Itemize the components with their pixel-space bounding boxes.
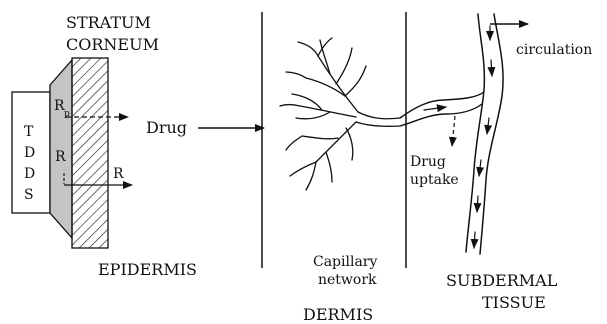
drug-label: Drug — [146, 118, 187, 137]
stratum-corneum-label-line1: STRATUM — [66, 13, 151, 32]
subdermal-vessel — [466, 14, 503, 254]
drug-uptake-label-line1: Drug — [410, 154, 446, 170]
connecting-vessel — [400, 92, 484, 126]
dermis-label: DERMIS — [303, 305, 373, 324]
r-mid-label: R — [55, 149, 66, 165]
capillary-network-label-line2: network — [318, 272, 377, 288]
tdds-letter-s: S — [24, 187, 34, 203]
tdds-letter-t: T — [24, 124, 34, 140]
flow-arrows — [424, 26, 492, 248]
capillary-network — [280, 38, 400, 190]
circulation-label: circulation — [516, 42, 592, 58]
drug-uptake-arrow — [452, 116, 455, 146]
subdermal-tissue-label-line2: TISSUE — [482, 293, 546, 312]
capillary-network-label-line1: Capillary — [313, 254, 377, 270]
drug-uptake-label-line2: uptake — [410, 172, 459, 188]
tdds-letter-d2: D — [24, 166, 35, 182]
tdds-letter-d1: D — [24, 145, 35, 161]
epidermis-label: EPIDERMIS — [98, 260, 197, 279]
subdermal-tissue-label-line1: SUBDERMAL — [446, 271, 558, 290]
r-right-label: R — [113, 166, 124, 182]
stratum-corneum-label-line2: CORNEUM — [66, 35, 159, 54]
stratum-corneum-layer — [72, 58, 108, 248]
